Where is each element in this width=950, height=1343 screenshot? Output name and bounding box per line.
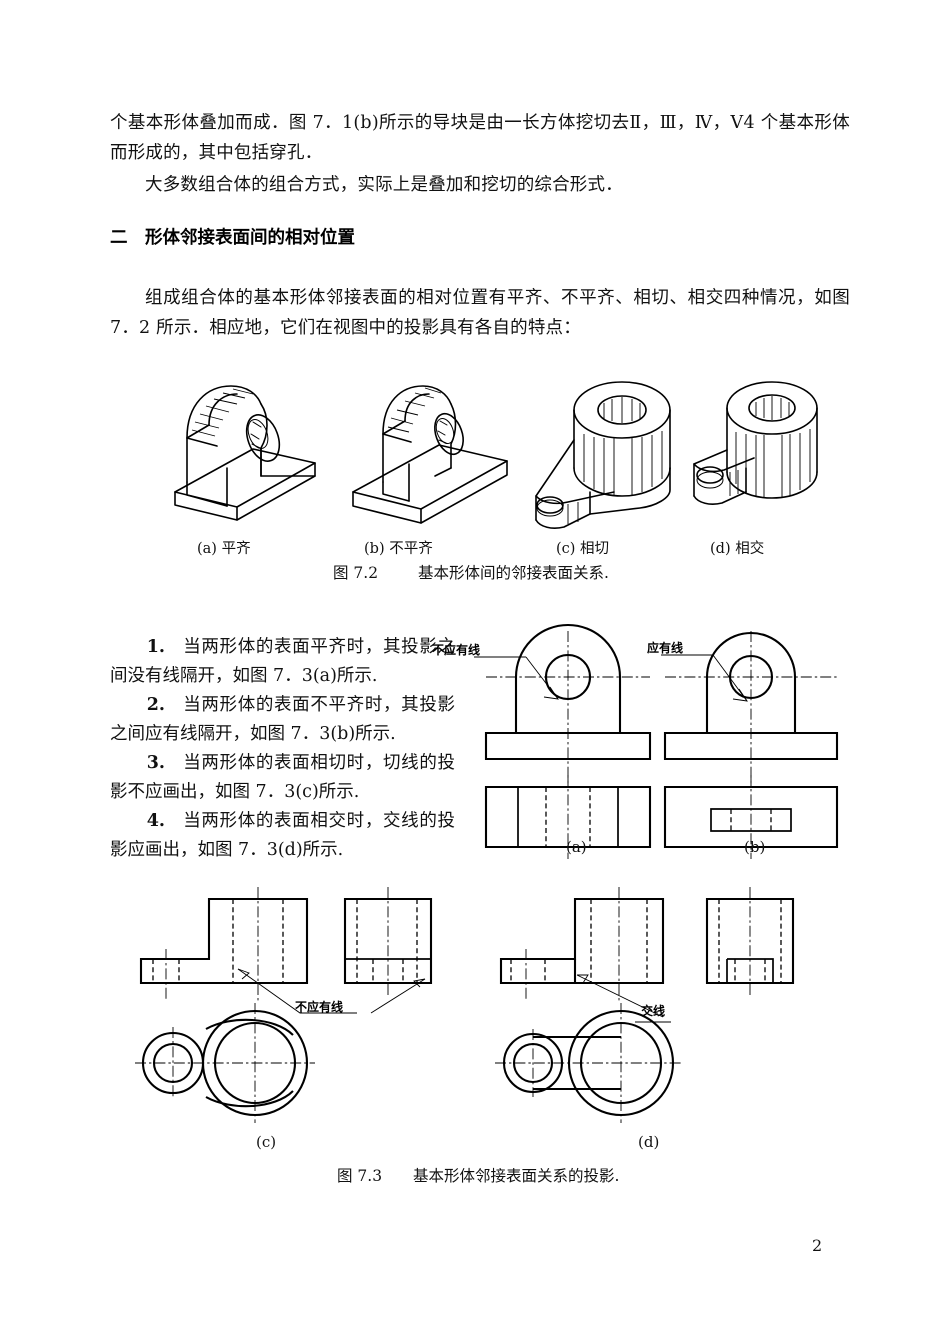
list-item-number: 4. [146, 811, 166, 831]
list-item-text: 当两形体的表面相切时，切线的投影不应画出，如图 7．3(c)所示. [110, 753, 455, 802]
list-item: 3.当两形体的表面相切时，切线的投影不应画出，如图 7．3(c)所示. [110, 749, 455, 807]
list-item-number: 1. [146, 637, 166, 657]
figure-7-3-caption-number: 图 7.3 [337, 1167, 383, 1185]
figure-7-2-label-a: (a) 平齐 [197, 541, 251, 557]
figure-7-3-panel-d: 交线 [495, 875, 855, 1125]
isometric-solid-c [535, 381, 671, 529]
isometric-solid-a [174, 385, 316, 521]
figure-7-3-label-c: (c) [256, 1133, 277, 1151]
list-item-number: 2. [146, 695, 166, 715]
figure-7-2-caption-text: 基本形体间的邻接表面关系. [418, 564, 609, 582]
list-item-number: 3. [146, 753, 166, 773]
figure-7-3-panel-a: 不应有线 [432, 623, 660, 859]
annotation-d: 交线 [641, 1003, 665, 1018]
figure-7-3-label-b: (b) [744, 838, 766, 856]
annotation-c: 不应有线 [295, 999, 343, 1014]
annotation-b: 应有线 [647, 640, 683, 655]
numbered-list: 1.当两形体的表面平齐时，其投影之间没有线隔开，如图 7．3(a)所示. 2.当… [110, 633, 455, 865]
figure-7-2-label-b: (b) 不平齐 [364, 541, 433, 557]
figure-7-2-isometrics [160, 372, 820, 529]
list-item-text: 当两形体的表面不平齐时，其投影之间应有线隔开，如图 7．3(b)所示. [110, 695, 455, 744]
list-item: 4.当两形体的表面相交时，交线的投影应画出，如图 7．3(d)所示. [110, 807, 455, 865]
figure-7-2-caption-number: 图 7.2 [333, 564, 379, 582]
figure-7-3-label-d: (d) [638, 1133, 660, 1151]
page-number: 2 [812, 1236, 823, 1255]
paragraph-continuation: 个基本形体叠加而成．图 7．1(b)所示的导块是由一长方体挖切去Ⅱ，Ⅲ，Ⅳ，Ⅴ4… [110, 113, 850, 163]
figure-7-3-label-a: (a) [566, 838, 587, 856]
list-item-text: 当两形体的表面相交时，交线的投影应画出，如图 7．3(d)所示. [110, 811, 455, 860]
figure-7-2-label-d: (d) 相交 [710, 541, 765, 557]
figure-7-3-caption-text: 基本形体邻接表面关系的投影. [413, 1167, 620, 1185]
section-heading: 二 形体邻接表面间的相对位置 [110, 228, 355, 248]
list-item-text: 当两形体的表面平齐时，其投影之间没有线隔开，如图 7．3(a)所示. [110, 637, 455, 686]
paragraph-relative-position: 组成组合体的基本形体邻接表面的相对位置有平齐、不平齐、相切、相交四种情况，如图 … [110, 288, 850, 338]
paragraph-combination-methods: 大多数组合体的组合方式，实际上是叠加和挖切的综合形式． [145, 175, 623, 195]
list-item: 2.当两形体的表面不平齐时，其投影之间应有线隔开，如图 7．3(b)所示. [110, 691, 455, 749]
annotation-a: 不应有线 [432, 642, 480, 657]
figure-7-2-label-c: (c) 相切 [556, 541, 610, 557]
figure-7-3-panel-b: 应有线 [647, 625, 850, 859]
isometric-solid-d [693, 381, 818, 505]
list-item: 1.当两形体的表面平齐时，其投影之间没有线隔开，如图 7．3(a)所示. [110, 633, 455, 691]
figure-7-3-panel-c: 不应有线 [135, 875, 495, 1125]
isometric-solid-b [352, 385, 508, 524]
